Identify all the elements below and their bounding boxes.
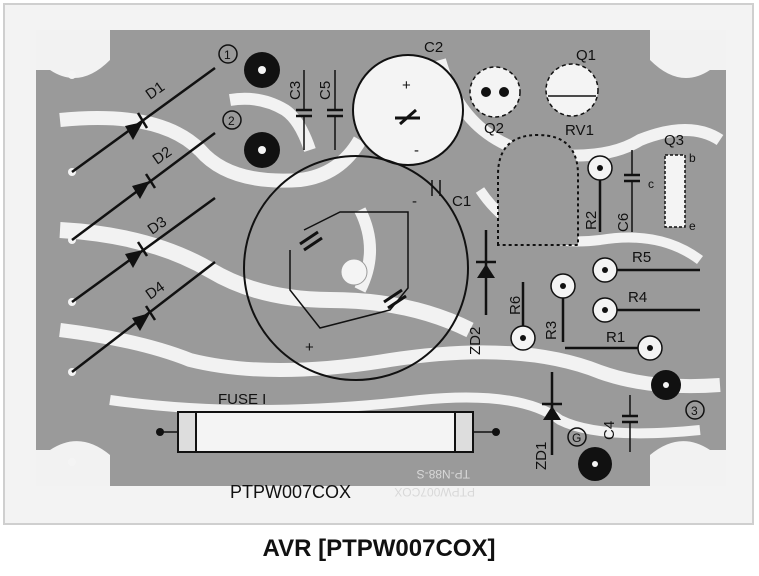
resistor-r1: R1 xyxy=(565,329,663,361)
transistor-q1: Q1 RV1 xyxy=(545,47,599,139)
c4-label: C4 xyxy=(601,421,618,440)
mirror-text-1: TP-N88-S xyxy=(417,467,470,481)
c1-plus: + xyxy=(305,339,314,356)
q3-pin-b: b xyxy=(689,151,696,165)
board-marking: PTPW007COX xyxy=(230,482,351,502)
zener-zd1: ZD1 xyxy=(533,372,562,470)
capacitor-c1: + - C1 xyxy=(243,155,471,381)
mirror-text-2-label: PTPW007COX xyxy=(394,485,475,499)
terminal-3-label: 3 xyxy=(691,404,698,418)
resistor-r6: R6 xyxy=(507,282,536,351)
zd1-label: ZD1 xyxy=(533,442,550,470)
isolation-channels xyxy=(59,58,724,439)
zd2-label: ZD2 xyxy=(467,327,484,355)
c1-label: C1 xyxy=(452,193,471,210)
terminal-g-label: G xyxy=(572,431,581,445)
r2-label: R2 xyxy=(583,211,600,230)
resistor-r5: R5 xyxy=(592,249,700,283)
capacitor-c2: + - C2 xyxy=(352,39,464,166)
c2-label: C2 xyxy=(424,39,443,56)
resistor-r2: R2 xyxy=(583,155,613,232)
fuse-1: FUSE I xyxy=(156,391,500,453)
corner-notch-tl xyxy=(36,30,110,78)
r4-label: R4 xyxy=(628,289,647,306)
q2-label: Q2 xyxy=(484,120,504,137)
q3-label: Q3 xyxy=(664,132,684,149)
corner-notch-tr xyxy=(650,30,726,78)
transistor-q2: Q2 xyxy=(469,66,521,137)
c1-minus: - xyxy=(412,193,417,210)
capacitor-c5: C5 xyxy=(317,70,343,150)
capacitor-c4: C4 xyxy=(601,395,638,452)
corner-notch-br xyxy=(650,441,726,486)
terminal-1-label: 1 xyxy=(224,48,231,62)
capacitor-c3: C3 xyxy=(287,70,312,150)
fuse-label: FUSE I xyxy=(218,391,266,408)
rv1-label: RV1 xyxy=(565,122,594,139)
q1-label: Q1 xyxy=(576,47,596,64)
q3-pin-e: e xyxy=(689,219,696,233)
trimmer-rv1 xyxy=(497,133,579,246)
r6-label: R6 xyxy=(507,296,524,315)
q3-pin-c: c xyxy=(648,177,654,191)
r3-label: R3 xyxy=(543,321,560,340)
c5-label: C5 xyxy=(317,81,334,100)
c2-plus: + xyxy=(402,77,411,94)
transistor-q3: Q3 b c e xyxy=(648,132,696,233)
mirror-text-2: PTPW007COX xyxy=(394,485,475,499)
mirror-text-1-label: TP-N88-S xyxy=(417,467,470,481)
resistor-r3: R3 xyxy=(543,273,576,342)
page-title: AVR [PTPW007COX] xyxy=(263,535,496,562)
resistor-r4: R4 xyxy=(592,289,700,323)
terminal-3: 3 xyxy=(651,370,705,420)
c3-label: C3 xyxy=(287,81,304,100)
c2-minus: - xyxy=(414,142,419,159)
c6-label: C6 xyxy=(615,213,632,232)
r1-label: R1 xyxy=(606,329,625,346)
capacitor-c6: C6 xyxy=(615,150,640,232)
terminal-2-label: 2 xyxy=(228,114,235,128)
terminal-1: 1 xyxy=(218,44,280,88)
zener-zd2: ZD2 xyxy=(467,230,496,355)
terminal-2: 2 xyxy=(222,110,280,168)
terminal-g: G xyxy=(567,427,612,481)
r5-label: R5 xyxy=(632,249,651,266)
